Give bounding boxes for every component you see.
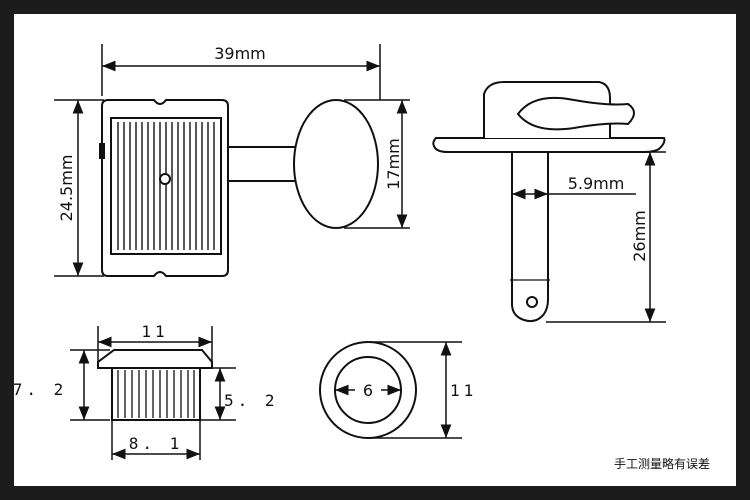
tuner-side-view <box>432 81 666 323</box>
housing-tab <box>99 143 105 159</box>
dim-washer-6-label: 6 <box>363 381 373 400</box>
dim-24-5mm <box>54 99 104 277</box>
gear-block <box>110 117 222 255</box>
dim-bushing-11-label: 11 <box>141 322 168 341</box>
housing-outline <box>101 99 229 277</box>
drawing-sheet: 39mm 24.5mm 17mm 5.9mm <box>14 14 736 486</box>
technical-drawing: 39mm 24.5mm 17mm 5.9mm <box>14 44 666 460</box>
dim-bushing-7-2-label: 7. 2 <box>14 380 67 399</box>
post-tip <box>511 282 549 323</box>
tuner-top-view <box>99 99 379 277</box>
bushing-flange <box>97 349 213 369</box>
measurement-note: 手工测量略有误差 <box>613 457 710 471</box>
dim-bushing-8-1 <box>111 420 201 460</box>
wing-knob-side <box>516 96 635 131</box>
dim-26mm-label: 26mm <box>630 210 649 262</box>
center-screw <box>159 173 171 185</box>
bushing-knurl <box>117 370 195 418</box>
base-flange <box>432 137 666 153</box>
dim-26mm <box>546 151 666 323</box>
dim-5-9mm-label: 5.9mm <box>568 174 625 193</box>
dim-17mm-label: 17mm <box>384 138 403 190</box>
dim-39mm-label: 39mm <box>214 44 266 63</box>
gear-ribs <box>117 122 215 250</box>
dim-24-5mm-label: 24.5mm <box>57 155 76 222</box>
dim-bushing-5-2 <box>200 367 236 421</box>
dim-17mm <box>344 99 410 229</box>
dim-bushing-7-2 <box>70 349 110 421</box>
dim-bushing-11 <box>97 326 213 362</box>
tuner-knob <box>293 99 379 229</box>
dim-bushing-8-1-label: 8. 1 <box>129 434 184 453</box>
dim-washer-11 <box>368 341 462 439</box>
dim-39mm <box>101 44 381 100</box>
bushing-side-view <box>97 349 213 421</box>
post-hole <box>526 296 538 308</box>
bushing-sleeve <box>111 367 201 421</box>
dim-washer-11-label: 11 <box>450 381 477 400</box>
dim-bushing-5-2-label: 5. 2 <box>224 391 279 410</box>
